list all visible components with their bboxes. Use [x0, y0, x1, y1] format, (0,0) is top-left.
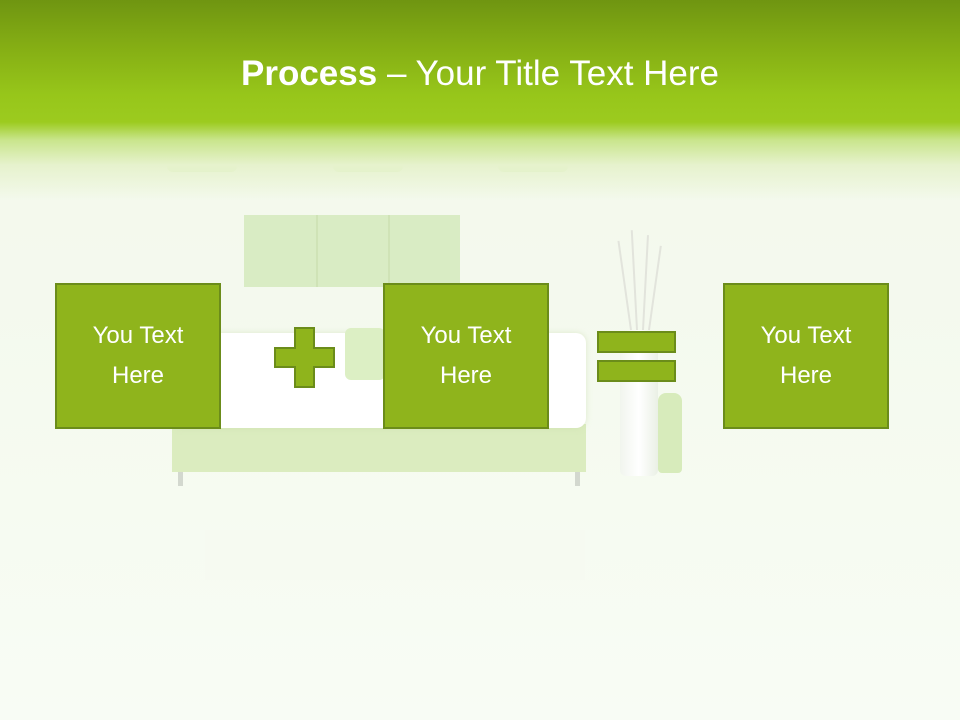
process-box-text: You Text Here	[760, 322, 852, 389]
wall-shelf	[244, 215, 460, 287]
process-box-1[interactable]: You Text Here	[55, 283, 221, 429]
process-box-text: You Text Here	[420, 322, 512, 389]
title-band	[0, 0, 960, 200]
plus-icon	[274, 327, 335, 388]
small-vase	[658, 393, 682, 473]
decor-stick	[630, 230, 638, 331]
decor-stick	[642, 235, 649, 331]
slide-title[interactable]: Process – Your Title Text Here	[0, 52, 960, 96]
equals-bar-bottom	[597, 360, 676, 382]
title-bold: Process	[241, 54, 378, 93]
sofa-leg	[575, 472, 580, 486]
sofa-leg	[178, 472, 183, 486]
decor-stick	[617, 240, 632, 331]
process-box-2[interactable]: You Text Here	[383, 283, 549, 429]
shelf-divider	[316, 215, 318, 287]
decor-stick	[648, 245, 662, 331]
vase	[620, 330, 658, 476]
sofa-base	[172, 424, 586, 472]
process-box-text: You Text Here	[92, 322, 184, 389]
equals-bar-top	[597, 331, 676, 353]
title-rest: – Your Title Text Here	[377, 54, 719, 93]
process-box-3[interactable]: You Text Here	[723, 283, 889, 429]
shelf-divider	[388, 215, 390, 287]
sofa-pillow	[345, 328, 385, 380]
floor-reflection	[205, 530, 585, 580]
